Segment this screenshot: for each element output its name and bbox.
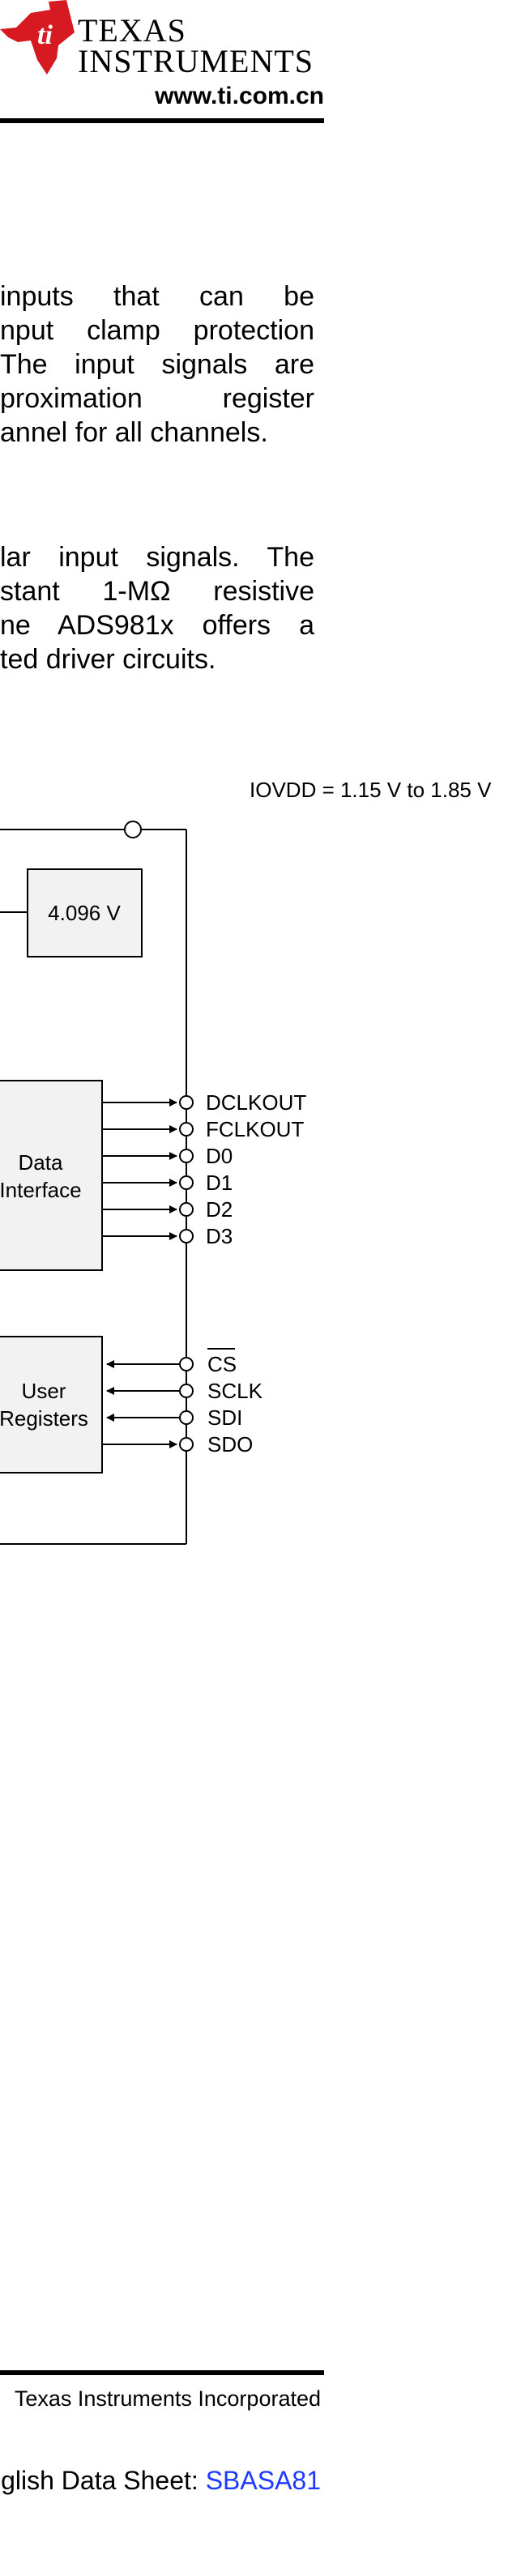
ti-logo: ti	[0, 0, 75, 75]
block-diagram: IOVDD = 1.15 V to 1.85 V 4.096 V Data In…	[0, 778, 492, 1545]
pin-d1: D1	[206, 1171, 233, 1195]
para2-line: lar input signals. The	[0, 542, 314, 573]
pin-sclk: SCLK	[207, 1379, 263, 1403]
datasheet-link[interactable]: SBASA81	[205, 2466, 321, 2495]
pin-sdo: SDO	[207, 1432, 253, 1456]
para1-line: nput clamp protection	[0, 315, 314, 346]
para1-line: proximation register	[0, 383, 314, 414]
pin-dclkout: DCLKOUT	[206, 1090, 306, 1115]
pin-d3: D3	[206, 1224, 233, 1248]
serial-pins: CS SCLK SDI SDO	[102, 1348, 263, 1456]
user-registers-label-1: User	[22, 1379, 66, 1403]
data-interface-label-1: Data	[19, 1150, 63, 1175]
pin-d2: D2	[206, 1197, 233, 1222]
para2-line: ne ADS981x offers a	[0, 610, 314, 641]
header-rule	[0, 118, 324, 123]
logo-text-texas: TEXAS	[78, 12, 186, 49]
output-pins: DCLKOUT FCLKOUT D0 D1 D2 D3	[102, 1090, 306, 1248]
para1-line: inputs that can be	[0, 281, 314, 312]
footer-datasheet: glish Data Sheet: SBASA81	[0, 2466, 321, 2496]
para2-line: stant 1-MΩ resistive	[0, 576, 314, 607]
reference-block	[27, 868, 143, 957]
header-url[interactable]: www.ti.com.cn	[155, 83, 324, 109]
pin-sdi: SDI	[207, 1405, 242, 1430]
pin-fclkout: FCLKOUT	[206, 1117, 304, 1141]
para1-line: The input signals are	[0, 349, 314, 380]
svg-text:ti: ti	[37, 20, 53, 50]
paragraph-2: lar input signals. The stant 1-MΩ resist…	[0, 540, 314, 676]
iovdd-pin	[124, 821, 142, 838]
user-registers-block	[0, 1336, 103, 1474]
iovdd-label: IOVDD = 1.15 V to 1.85 V	[250, 778, 492, 802]
logo-text-instruments: INSTRUMENTS	[78, 43, 314, 79]
paragraph-1: inputs that can be nput clamp protection…	[0, 279, 314, 450]
footer-datasheet-prefix: glish Data Sheet:	[1, 2466, 206, 2495]
reference-label: 4.096 V	[48, 901, 121, 925]
ti-state-icon: ti	[0, 0, 75, 75]
footer-rule	[0, 2370, 324, 2375]
pin-cs: CS	[207, 1352, 237, 1376]
pin-d0: D0	[206, 1144, 233, 1168]
para1-line: annel for all channels.	[0, 417, 268, 448]
para2-line: ted driver circuits.	[0, 644, 216, 675]
data-interface-block	[0, 1080, 103, 1271]
user-registers-label-2: Registers	[0, 1406, 88, 1431]
footer-company: Texas Instruments Incorporated	[14, 2386, 321, 2411]
data-interface-label-2: Interface	[0, 1178, 82, 1202]
